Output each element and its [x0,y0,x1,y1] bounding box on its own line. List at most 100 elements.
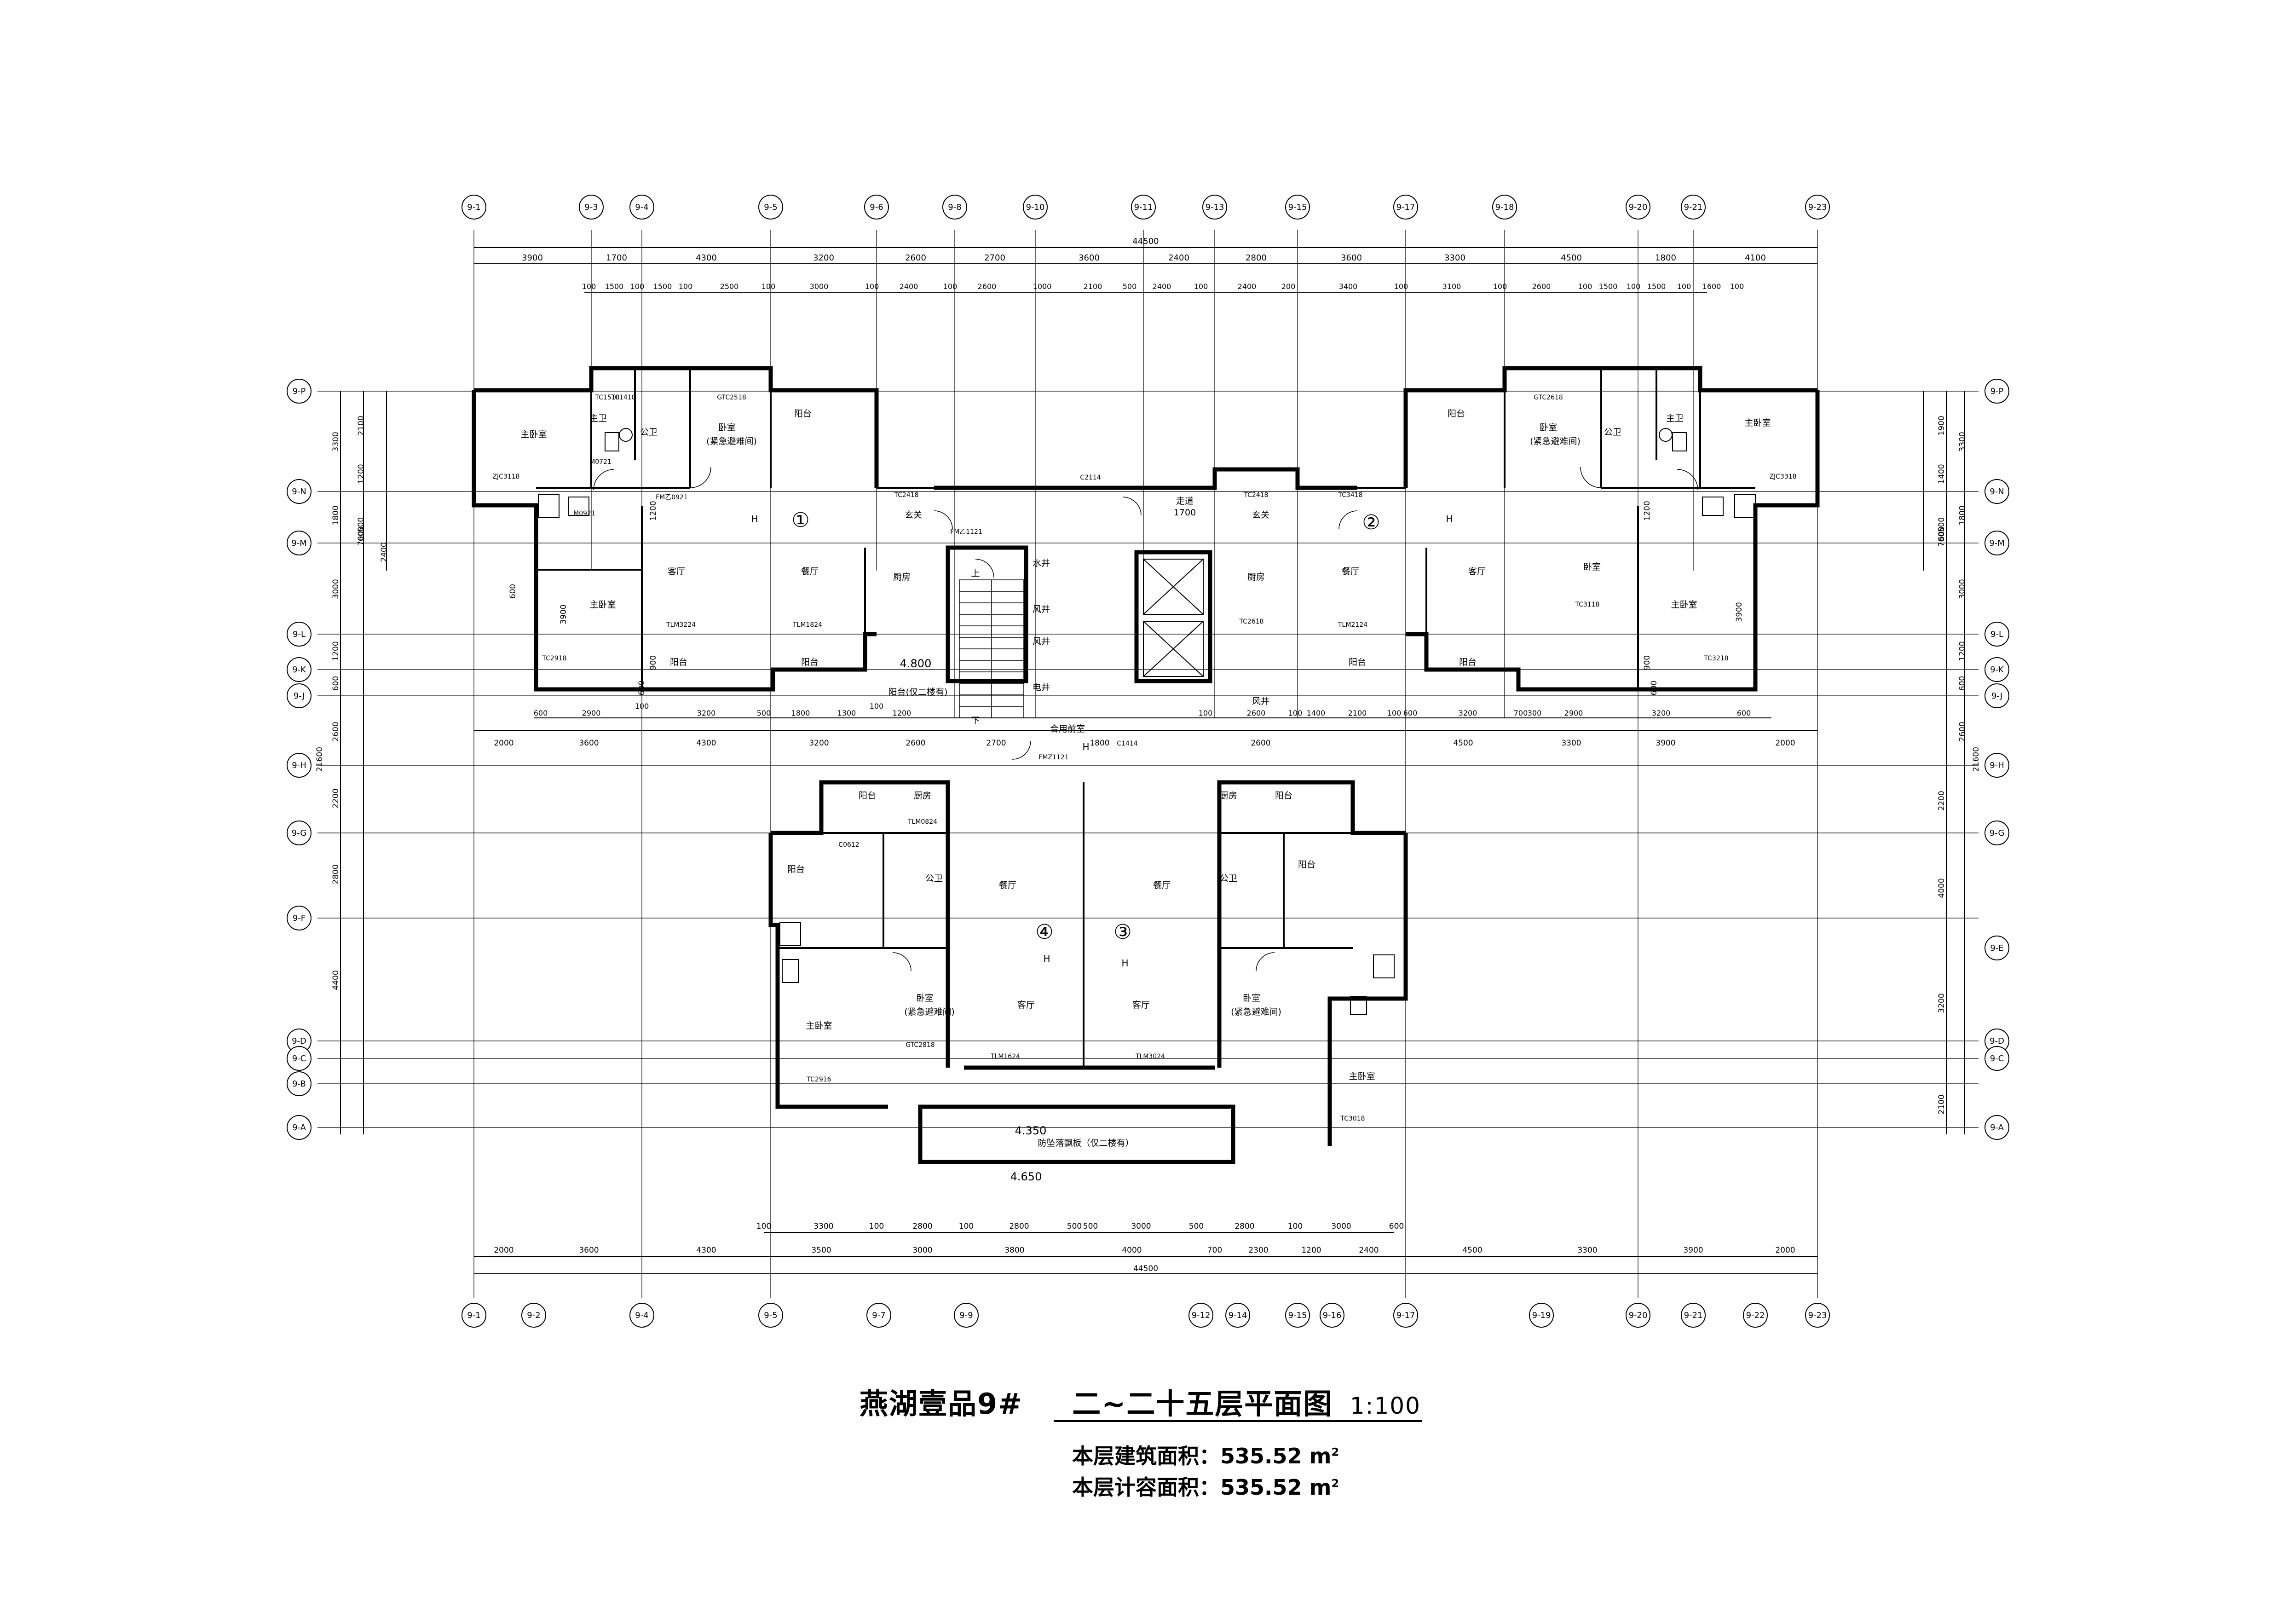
axis-label: 9-G [1990,828,2005,838]
dim-text: 3300 [1444,253,1465,263]
tag: TLM2124 [1338,621,1367,629]
dim-text: 700 [1514,709,1528,717]
room-elevator-hall: 合用前室 [1050,724,1085,734]
dimension-texts-left: 3300 1800 3000 1200 600 2600 2200 2800 4… [315,416,658,990]
dim-text: 1900 [1937,416,1946,435]
tag: FMZ1121 [1038,754,1068,761]
dim-text: 3200 [1937,993,1946,1013]
axis-label: 9-20 [1629,202,1648,212]
tag: FM乙1121 [950,528,982,536]
room-bedroom: 卧室 [1243,993,1260,1003]
room-living: 客厅 [1468,566,1486,577]
axis-label: 9-14 [1229,1311,1247,1320]
dim-text: 600 [1737,709,1751,717]
dim-text: 100 [630,282,645,291]
axis-label: 9-F [293,913,306,923]
room-kitchen: 厨房 [1220,791,1237,801]
level-symbol: H [1043,953,1050,964]
axis-label: 9-C [292,1054,306,1063]
dim-text: 3000 [331,579,340,599]
room-living: 客厅 [1132,1000,1150,1010]
room-dining: 餐厅 [1342,566,1359,577]
axis-labels-left: 9-P 9-N 9-M 9-L 9-K 9-J 9-H 9-G 9-F 9-D … [291,387,306,1133]
dim-text: 2600 [1251,739,1270,748]
dim-text: 4300 [696,1246,716,1255]
axis-label: 9-J [1991,691,2002,701]
dim-text: 2100 [1937,1094,1946,1114]
room-living: 客厅 [1017,1000,1035,1010]
dim-text: 2000 [494,739,513,748]
tag: TLM1824 [792,621,822,629]
elevation-mark: 4.800 [900,657,932,670]
axis-label: 9-10 [1026,202,1045,212]
dim-text: 4000 [1122,1246,1142,1255]
axis-label: 9-P [1990,387,2004,396]
elevation-mark: 4.350 [1015,1124,1047,1137]
room-bedroom: 卧室 [1583,562,1601,572]
axis-label: 9-23 [1808,1311,1827,1320]
axis-label: 9-5 [764,202,777,212]
dim-text: 2800 [912,1222,932,1231]
axis-label: 9-A [292,1123,306,1133]
room-foyer: 玄关 [1252,510,1269,520]
dim-text: 1200 [1643,501,1652,520]
axis-label: 9-H [292,761,306,770]
dim-text: 300 [1528,709,1542,717]
dim-text: 2600 [331,722,340,741]
dimension-texts-top-row2: 100 1500 100 1500 100 2500 100 3000 100 … [582,282,1744,291]
dim-text: 2000 [1775,1246,1795,1255]
room-wind-shaft: 风井 [1033,604,1050,614]
dim-text: 600 [1650,681,1659,695]
dim-text: 1200 [357,464,366,484]
axis-label: 9-N [1990,487,2004,497]
dim-text: 1400 [1937,464,1946,484]
dim-text: 3000 [1131,1222,1151,1231]
dim-text: 1200 [649,501,658,520]
axis-labels-bottom: 9-1 9-2 9-4 9-5 9-7 9-9 9-12 9-14 9-15 9… [467,1311,1827,1320]
dim-text: 3100 [1442,282,1461,291]
dim-text: 3600 [1341,253,1362,263]
dim-total: 21600 [315,747,324,772]
dim-text: 600 [331,676,340,691]
axis-label: 9-20 [1629,1311,1648,1320]
axis-label: 9-D [292,1036,306,1046]
room-corridor: 走道 [1176,496,1194,506]
room-bath: 公卫 [1220,873,1237,884]
dim-total: 44500 [1132,237,1159,246]
axis-label: 9-A [1990,1123,2004,1133]
tag: GTC2818 [906,1041,935,1049]
dim-text: 1000 [1033,282,1052,291]
tag: TC2418 [1243,491,1268,499]
room-master-bedroom: 主卧室 [589,600,616,610]
dim-text: 900 [649,655,658,670]
axis-label: 9-H [1990,761,2004,770]
axis-label: 9-1 [467,1311,480,1320]
level-symbol: H [1446,514,1453,525]
tag: TLM0824 [907,818,937,826]
dim-text: 1400 [1307,709,1326,717]
dim-text: 2500 [720,282,739,291]
dim-text: 500 [1067,1222,1082,1231]
tag: TC3418 [1338,491,1362,499]
interior-walls [536,368,1755,1068]
dimension-texts-middle-row2: 600 2900 100 3200 500 1800 1300 100 1200… [534,702,1751,717]
axis-label: 9-L [293,630,306,639]
room-balcony: 阳台 [801,657,819,667]
axis-label: 9-9 [959,1311,973,1320]
door-window-tags: TC1418 GTC2518 TC1518 TC2418 TC2618 FM乙1… [492,394,1796,1122]
dim-text: 3400 [1339,282,1358,291]
dim-text: 100 [959,1222,974,1231]
room-wind-shaft: 风井 [1033,636,1050,647]
stair-up: 上 [971,568,980,578]
axis-label: 9-E [1990,943,2003,953]
tag: TC1418 [611,394,635,401]
stair-down: 下 [971,716,980,726]
axis-label: 9-8 [948,202,961,212]
level-symbol: H [1082,741,1089,752]
dim-text: 1500 [1647,282,1666,291]
dim-text: 100 [1288,1222,1303,1231]
room-corridor-width: 1700 [1174,508,1196,518]
room-bath: 公卫 [925,873,943,884]
dim-text: 3500 [811,1246,831,1255]
dim-text: 2000 [494,1246,513,1255]
